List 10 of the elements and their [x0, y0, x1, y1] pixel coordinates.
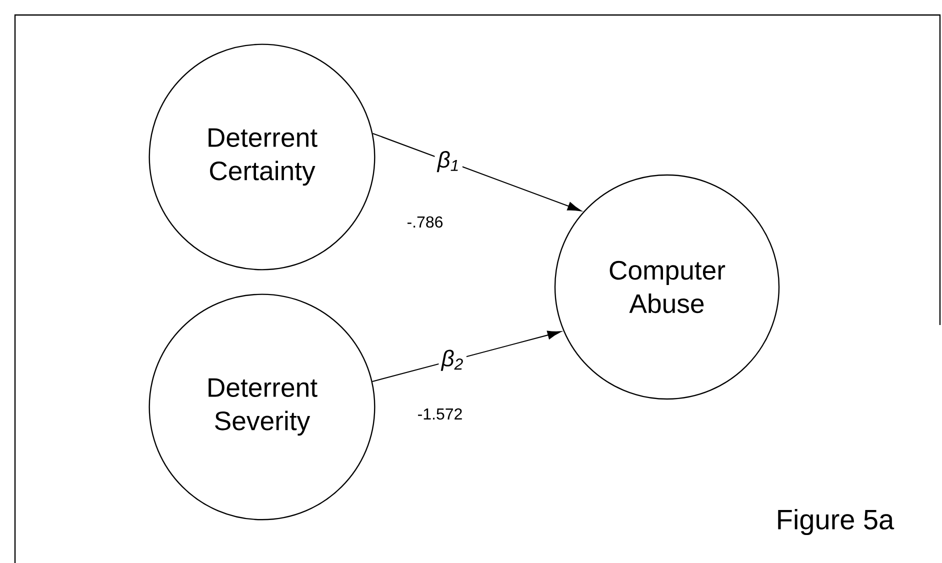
arrow [372, 330, 562, 382]
coefficient-label: -.786 [407, 216, 443, 228]
edge-label: β$_{1}$ [436, 151, 458, 172]
circle-node: Deterrent Certainty [148, 44, 376, 270]
circle-node: Computer Abuse [554, 174, 780, 400]
coefficient-label: -1.572 [418, 408, 462, 420]
edge-label: β$_{2}$ [440, 350, 463, 371]
circle-node: Deterrent Severity [148, 294, 376, 520]
arrow [372, 132, 582, 212]
caption: Figure 5a [778, 508, 894, 536]
